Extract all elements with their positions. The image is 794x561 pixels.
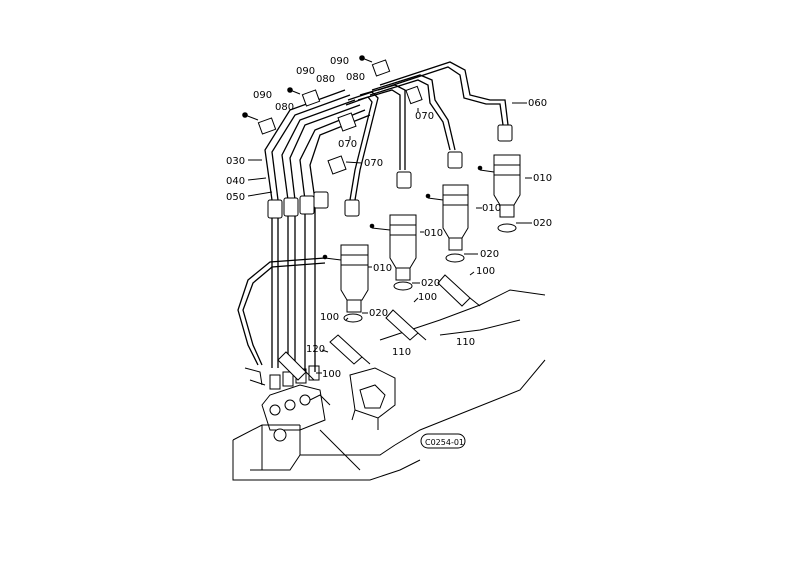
label-030: 030: [226, 156, 245, 167]
label-010-second: 010: [482, 203, 501, 214]
label-050: 050: [226, 192, 245, 203]
diagram-code: C0254-01: [420, 433, 466, 449]
label-090-left: 090: [253, 90, 272, 101]
leader-lines: [247, 102, 532, 374]
engine-block: [232, 289, 546, 481]
diagram-code-text: C0254-01: [425, 438, 464, 447]
label-010-right: 010: [533, 173, 552, 184]
label-010-fourth: 010: [373, 263, 392, 274]
label-020-right: 020: [533, 218, 552, 229]
label-010-third: 010: [424, 228, 443, 239]
cylinder-head-fitting: [349, 367, 396, 430]
label-110-right: 110: [456, 337, 475, 348]
label-100-fourth: 100: [322, 369, 341, 380]
label-100-first: 100: [476, 266, 495, 277]
label-100-third: 100: [320, 312, 339, 323]
label-110-left: 110: [392, 347, 411, 358]
label-090-mid: 090: [296, 66, 315, 77]
label-090-right: 090: [330, 56, 349, 67]
pipe-clamps: [242, 55, 423, 175]
label-100-second: 100: [418, 292, 437, 303]
pipe-nuts: [267, 124, 513, 219]
label-070-mid: 070: [338, 139, 357, 150]
part-labels: 090 080 090 080 090 080 060 070 070 070 …: [226, 56, 552, 380]
nozzle-holders: [322, 154, 521, 313]
gaskets: [343, 223, 517, 323]
label-060: 060: [528, 98, 547, 109]
nozzles: [277, 274, 481, 381]
label-020-third: 020: [421, 278, 440, 289]
label-080-left: 080: [275, 102, 294, 113]
label-020-fourth: 020: [369, 308, 388, 319]
label-080-mid: 080: [316, 74, 335, 85]
label-120: 120: [306, 344, 325, 355]
label-080-right: 080: [346, 72, 365, 83]
label-070-right: 070: [415, 111, 434, 122]
label-040: 040: [226, 176, 245, 187]
label-070-left: 070: [364, 158, 383, 169]
label-020-second: 020: [480, 249, 499, 260]
injection-pump: [244, 365, 326, 442]
